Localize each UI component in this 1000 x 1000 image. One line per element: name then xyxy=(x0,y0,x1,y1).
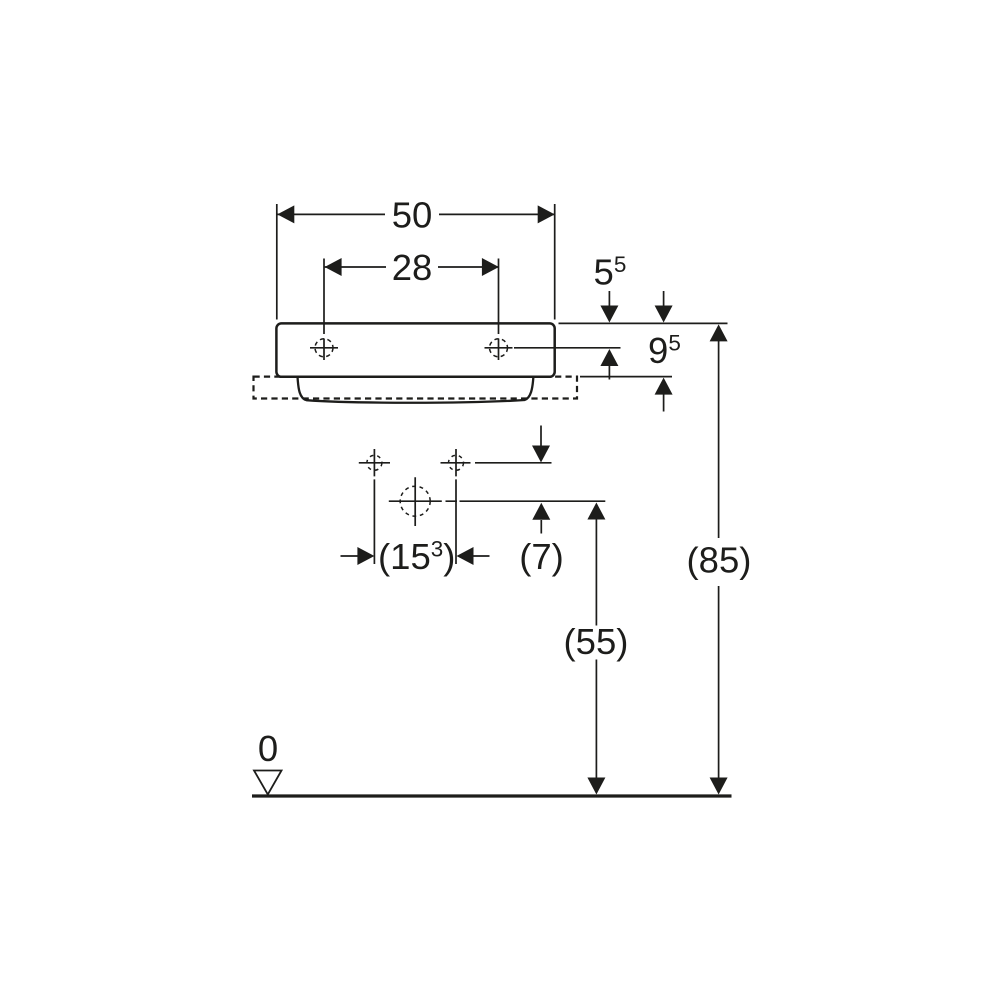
svg-text:95: 95 xyxy=(648,330,681,371)
svg-text:28: 28 xyxy=(392,247,433,288)
svg-text:(55): (55) xyxy=(564,621,629,662)
svg-text:55: 55 xyxy=(594,252,627,293)
svg-text:0: 0 xyxy=(258,728,278,769)
svg-text:50: 50 xyxy=(392,195,433,236)
svg-text:(153): (153) xyxy=(378,536,455,577)
svg-text:(7): (7) xyxy=(519,536,564,577)
svg-text:(85): (85) xyxy=(687,540,752,581)
